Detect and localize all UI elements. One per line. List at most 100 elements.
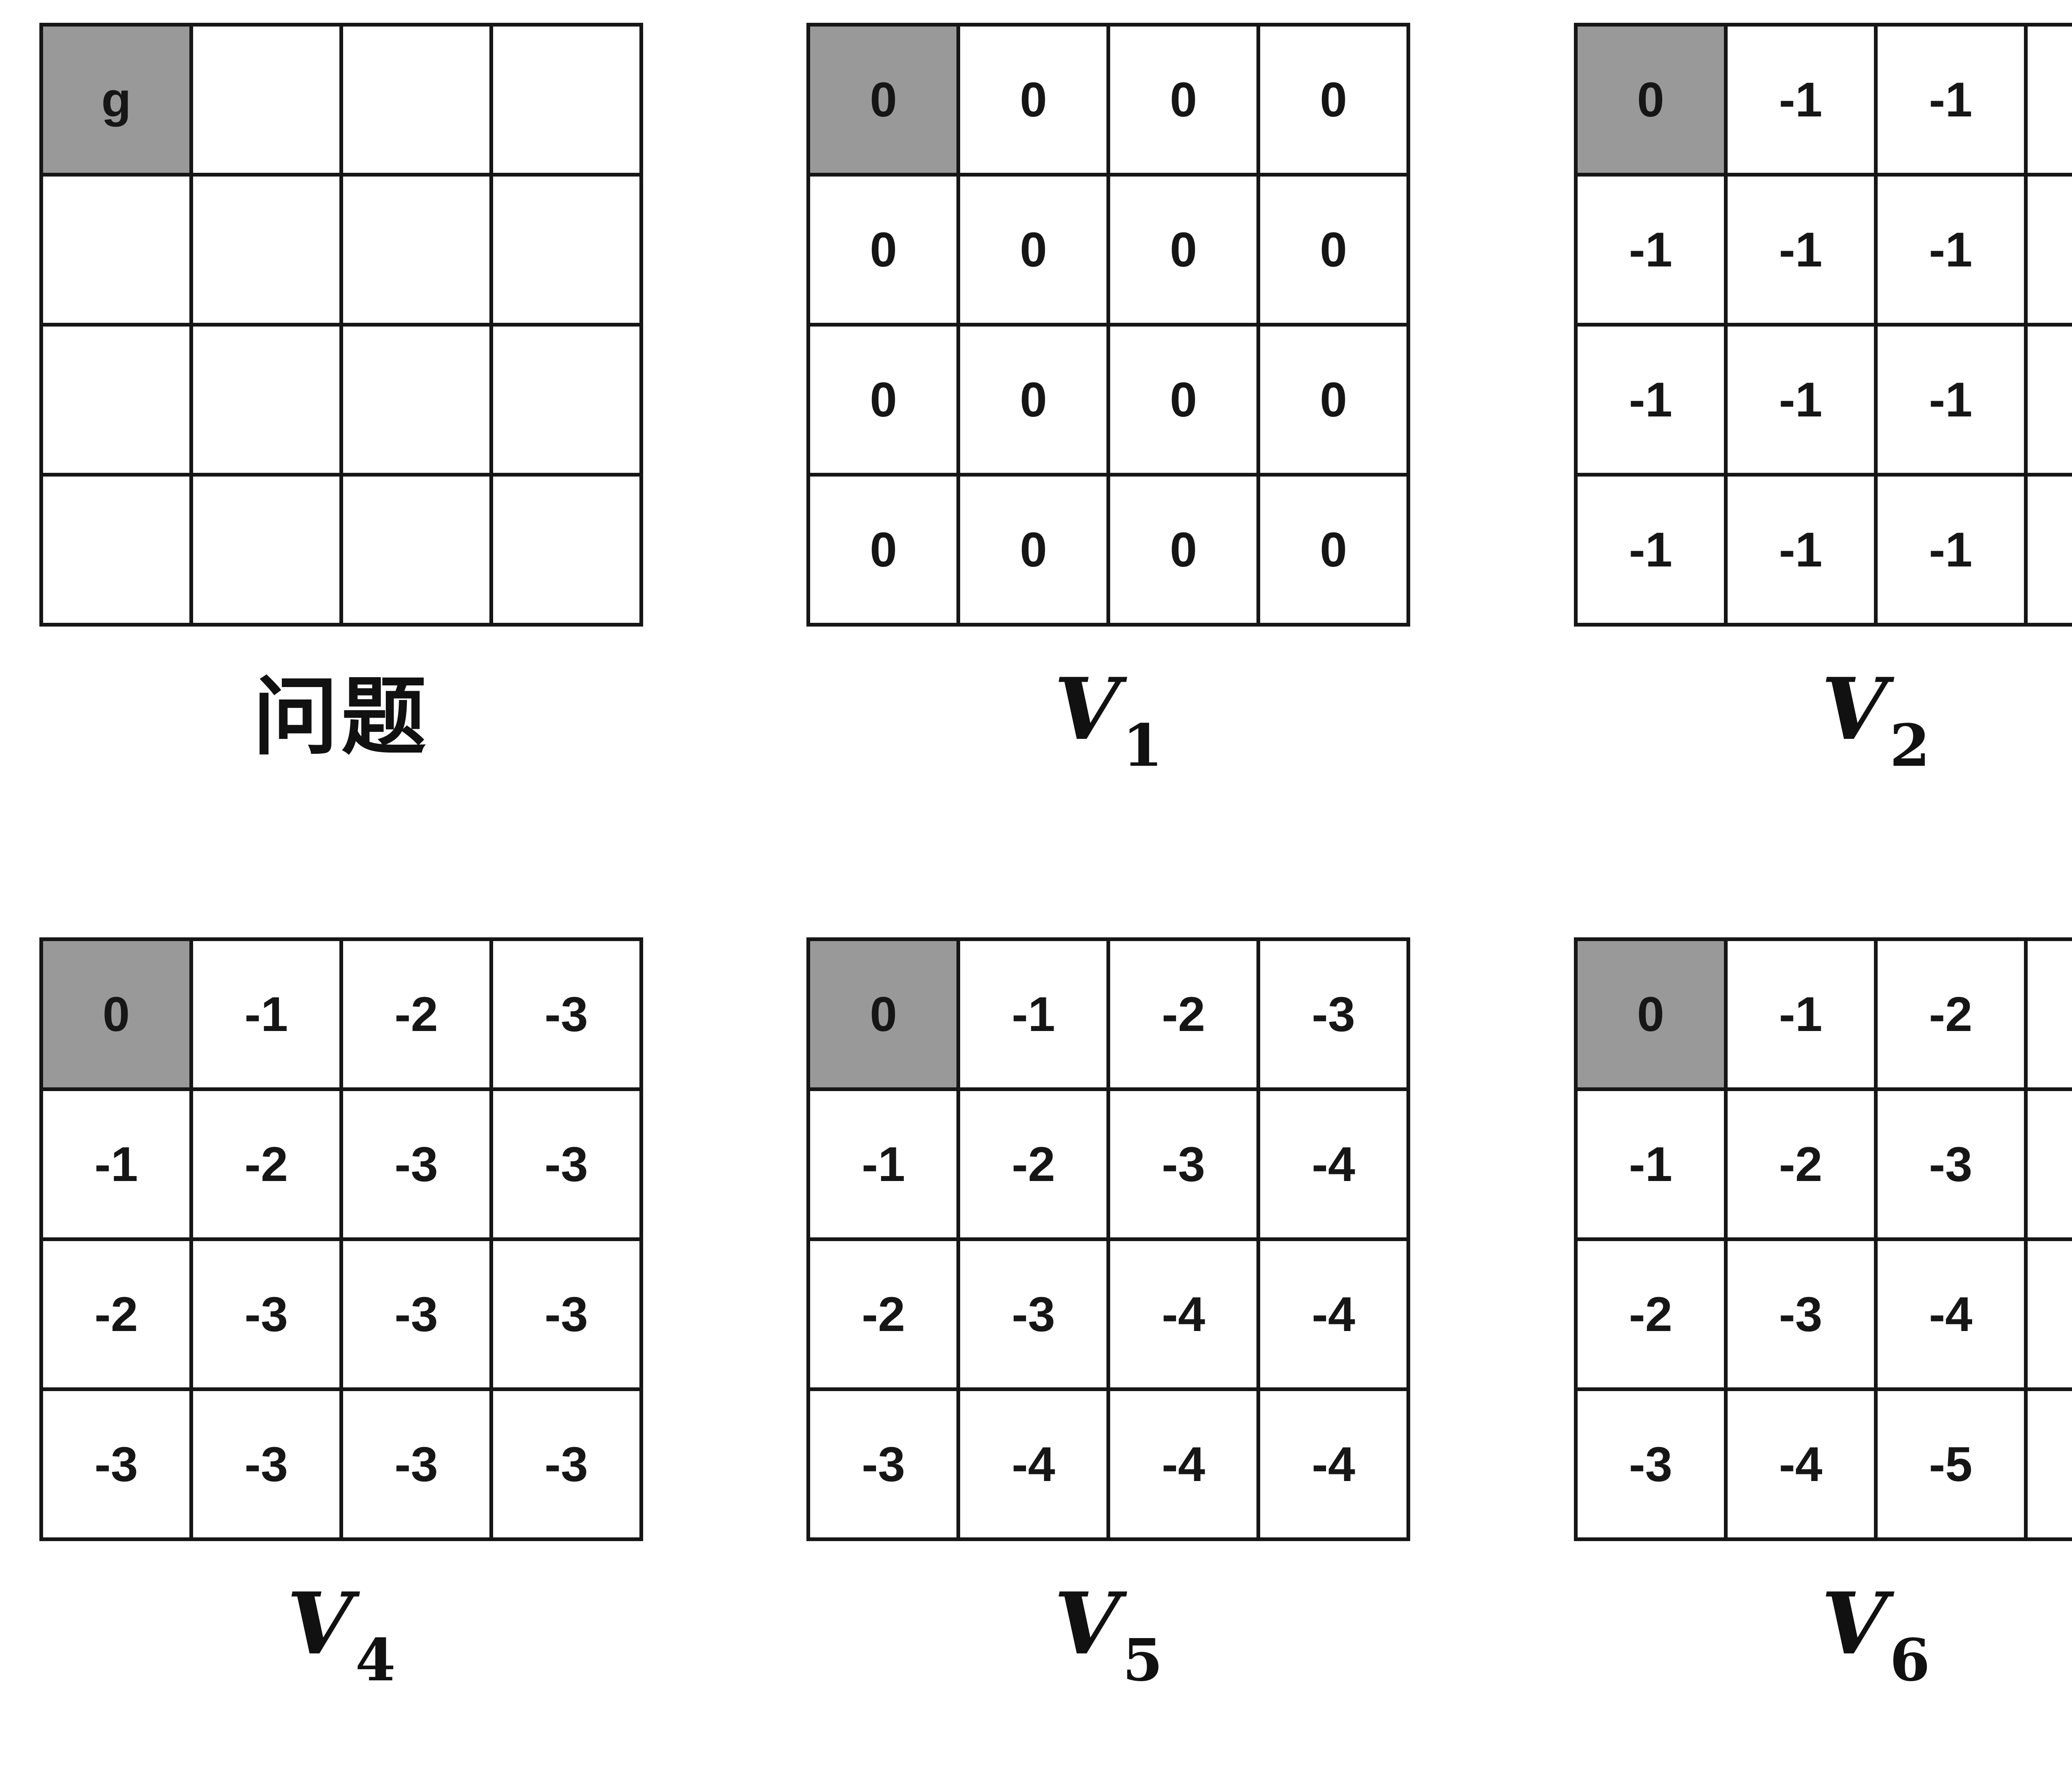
grid-row: 0-1-2-3 [39, 937, 643, 1091]
grid-row: -3-3-3-3 [39, 1387, 643, 1541]
grid-cell-V1-r2-c2: 0 [1106, 323, 1261, 477]
grid-cell-problem-r0-c0: g [39, 23, 193, 177]
grid-cell-V2-r3-c0: -1 [1573, 473, 1728, 627]
grid-cell-V1-r1-c0: 0 [806, 173, 961, 327]
grid-cell-V1-r2-c3: 0 [1256, 323, 1411, 477]
grid-row: -3-4-5-5 [1573, 1387, 2072, 1541]
grid-cell-problem-r1-c1 [189, 173, 343, 327]
grid-cell-V6-r0-c3: -3 [2024, 937, 2072, 1091]
grid-cell-V2-r2-c2: -1 [1874, 323, 2028, 477]
grid-cell-problem-r2-c2 [339, 323, 493, 477]
grid-cell-V2-r1-c1: -1 [1723, 173, 1878, 327]
grid-cell-V5-r3-c1: -4 [956, 1387, 1111, 1541]
grid-cell-problem-r3-c3 [489, 473, 643, 627]
grid-cell-V4-r1-c2: -3 [339, 1087, 493, 1241]
grid-panel-V6: 0-1-2-3-1-2-3-4-2-3-4-5-3-4-5-5V6 [1573, 937, 2072, 1689]
grid-cell-V1-r0-c1: 0 [956, 23, 1111, 177]
grid-cell-V4-r1-c0: -1 [39, 1087, 193, 1241]
grid-cell-V2-r0-c1: -1 [1723, 23, 1878, 177]
grid-cell-V5-r0-c0: 0 [806, 937, 961, 1091]
grid-cell-V4-r2-c3: -3 [489, 1237, 643, 1391]
grid-cell-V6-r0-c1: -1 [1723, 937, 1878, 1091]
grid-cell-V1-r0-c2: 0 [1106, 23, 1261, 177]
grid-cell-V6-r1-c2: -3 [1874, 1087, 2028, 1241]
grid-label-subscript: 1 [1122, 712, 1163, 780]
grid-cell-V2-r1-c3: -1 [2024, 173, 2072, 327]
grid-cell-V5-r0-c3: -3 [1256, 937, 1411, 1091]
grid-cell-V2-r2-c0: -1 [1573, 323, 1728, 477]
grid-cell-V6-r2-c3: -5 [2024, 1237, 2072, 1391]
grid-cell-V6-r2-c2: -4 [1874, 1237, 2028, 1391]
grid-cell-V2-r2-c3: -1 [2024, 323, 2072, 477]
grid-cell-V4-r1-c3: -3 [489, 1087, 643, 1241]
grid-row: 0-1-2-3 [806, 937, 1411, 1091]
grid-cell-V2-r1-c0: -1 [1573, 173, 1728, 327]
grid-cell-V6-r0-c0: 0 [1573, 937, 1728, 1091]
grid-row: -1-2-3-4 [806, 1087, 1411, 1241]
grid-label-base: V [1054, 659, 1120, 759]
grid-cell-V1-r3-c1: 0 [956, 473, 1111, 627]
grid-label-base: V [1821, 1574, 1887, 1674]
grid-label-subscript: 5 [1122, 1626, 1163, 1694]
grid-cell-V6-r3-c3: -5 [2024, 1387, 2072, 1541]
grid-cell-V4-r0-c0: 0 [39, 937, 193, 1091]
grid-row: -2-3-4-4 [806, 1237, 1411, 1391]
grid-cell-V4-r0-c1: -1 [189, 937, 343, 1091]
grid-cell-problem-r3-c0 [39, 473, 193, 627]
grid-cell-V5-r3-c2: -4 [1106, 1387, 1261, 1541]
grid-cell-V4-r3-c3: -3 [489, 1387, 643, 1541]
grid-row: -1-1-1-1 [1573, 323, 2072, 477]
grid-cell-problem-r0-c2 [339, 23, 493, 177]
grid-cell-problem-r0-c1 [189, 23, 343, 177]
grid-row [39, 323, 643, 477]
grid-V2: 0-1-1-1-1-1-1-1-1-1-1-1-1-1-1-1 [1573, 23, 2072, 627]
grid-V5: 0-1-2-3-1-2-3-4-2-3-4-4-3-4-4-4 [806, 937, 1411, 1541]
grid-cell-V5-r2-c1: -3 [956, 1237, 1111, 1391]
grid-label-base: V [1821, 659, 1887, 759]
grid-label-subscript: 6 [1889, 1626, 1930, 1694]
grid-cell-problem-r2-c1 [189, 323, 343, 477]
grid-cell-V2-r2-c1: -1 [1723, 323, 1878, 477]
grid-cell-V4-r3-c0: -3 [39, 1387, 193, 1541]
grid-cell-V2-r3-c2: -1 [1874, 473, 2028, 627]
grid-cell-V4-r2-c0: -2 [39, 1237, 193, 1391]
grid-cell-V5-r3-c0: -3 [806, 1387, 961, 1541]
grid-row: g [39, 23, 643, 177]
grid-panel-problem: g 问题 [39, 23, 643, 767]
grid-row: 0-1-1-1 [1573, 23, 2072, 177]
grid-cell-problem-r0-c3 [489, 23, 643, 177]
grid-cell-V1-r0-c3: 0 [1256, 23, 1411, 177]
grid-label-text: 问题 [253, 667, 430, 767]
grid-cell-V2-r3-c1: -1 [1723, 473, 1878, 627]
grid-label-subscript: 4 [355, 1626, 396, 1694]
grid-cell-V4-r2-c1: -3 [189, 1237, 343, 1391]
grid-row: -1-2-3-3 [39, 1087, 643, 1241]
grid-cell-V5-r2-c3: -4 [1256, 1237, 1411, 1391]
grid-row: -2-3-4-5 [1573, 1237, 2072, 1391]
grid-cell-V1-r3-c2: 0 [1106, 473, 1261, 627]
grid-label-base: V [287, 1574, 353, 1674]
grid-row: 0-1-2-3 [1573, 937, 2072, 1091]
grid-V6: 0-1-2-3-1-2-3-4-2-3-4-5-3-4-5-5 [1573, 937, 2072, 1541]
grid-cell-V4-r3-c2: -3 [339, 1387, 493, 1541]
grid-cell-V6-r1-c0: -1 [1573, 1087, 1728, 1241]
grid-cell-V5-r1-c3: -4 [1256, 1087, 1411, 1241]
grid-cell-V6-r2-c1: -3 [1723, 1237, 1878, 1391]
grid-cell-V1-r1-c3: 0 [1256, 173, 1411, 327]
grid-cell-V2-r0-c3: -1 [2024, 23, 2072, 177]
grid-cell-problem-r1-c0 [39, 173, 193, 327]
grid-cell-V2-r0-c2: -1 [1874, 23, 2028, 177]
grid-cell-V2-r1-c2: -1 [1874, 173, 2028, 327]
grid-cell-V5-r0-c1: -1 [956, 937, 1111, 1091]
